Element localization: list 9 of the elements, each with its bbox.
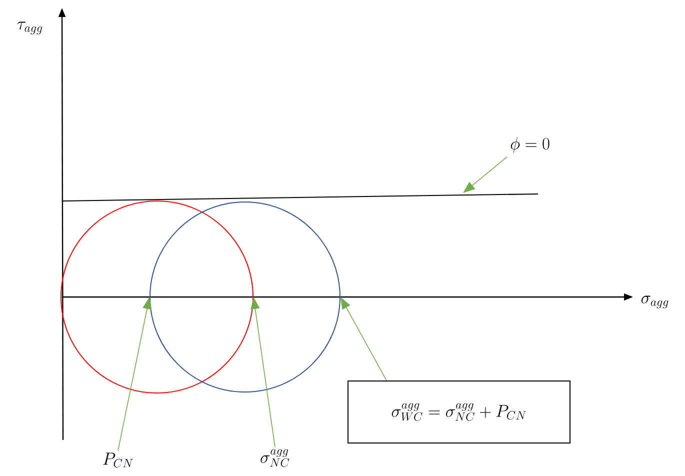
- mohr-circle: [60, 200, 254, 394]
- axis-label: $\tau_{agg}$: [17, 22, 42, 34]
- mohr-circle: [150, 202, 340, 392]
- point-label: $P_{CN}$: [103, 452, 133, 468]
- axis-label: $\sigma_{agg}$: [641, 296, 668, 308]
- point-label: $\phi = 0$: [510, 137, 550, 153]
- leader-arrow: [463, 156, 508, 193]
- formula-box: $\sigma_{WC}^{agg} = \sigma_{NC}^{agg} + P_{CN}$: [348, 380, 570, 444]
- point-label: $\sigma_{NC}^{agg}$: [260, 449, 290, 467]
